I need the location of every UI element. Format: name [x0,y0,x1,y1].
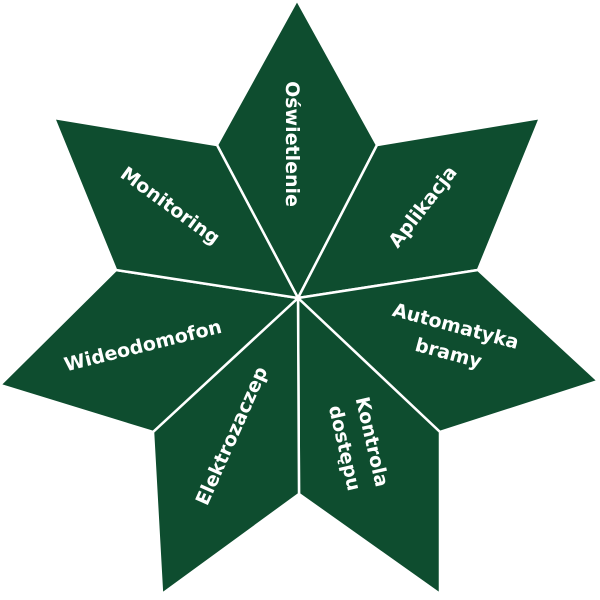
petal-monitoring[interactable] [51,116,301,300]
